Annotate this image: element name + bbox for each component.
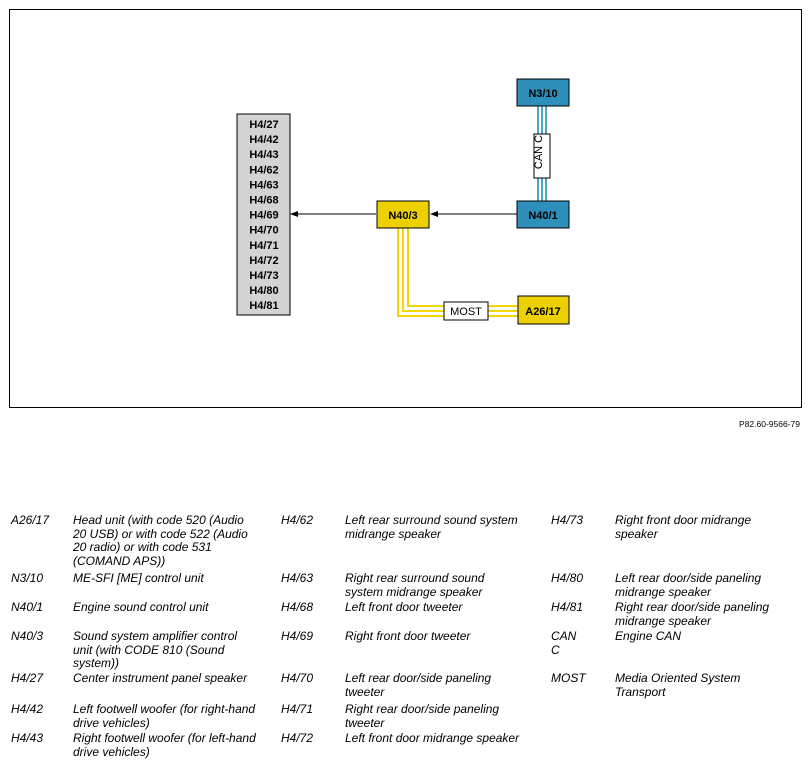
speaker-label: H4/71	[249, 240, 278, 252]
legend-code: H4/63	[281, 571, 314, 585]
legend-code: N40/1	[11, 600, 44, 614]
legend-code: CAN C	[551, 629, 577, 657]
speaker-label: H4/42	[249, 134, 278, 146]
speaker-label: H4/73	[249, 270, 278, 282]
can-c-label: CAN C	[533, 135, 545, 169]
legend-desc: Right rear door/side paneling midrange s…	[615, 600, 770, 628]
legend-desc: Left rear surround sound system midrange…	[345, 513, 518, 541]
legend-code: H4/69	[281, 629, 314, 643]
legend-code: H4/72	[281, 731, 314, 745]
node-n3-10-label: N3/10	[528, 88, 557, 100]
legend-desc: Right front door midrange speaker	[615, 513, 752, 541]
speaker-label: H4/69	[249, 210, 278, 222]
speaker-label: H4/62	[249, 164, 278, 176]
legend-desc: Left front door tweeter	[345, 600, 463, 614]
speaker-label: H4/68	[249, 195, 278, 207]
speaker-list-box: H4/27H4/42H4/43H4/62H4/63H4/68H4/69H4/70…	[236, 113, 291, 316]
legend-desc: Left rear door/side paneling tweeter	[345, 671, 492, 699]
legend-code: H4/27	[11, 671, 44, 685]
legend-code: H4/42	[11, 702, 44, 716]
legend-code: A26/17	[11, 513, 50, 527]
node-n3-10: N3/10	[516, 78, 570, 107]
legend-desc: Right rear door/side paneling tweeter	[345, 702, 500, 730]
legend-code: H4/80	[551, 571, 584, 585]
legend-code: H4/70	[281, 671, 314, 685]
speaker-label: H4/27	[249, 119, 278, 131]
node-n40-1: N40/1	[516, 200, 570, 229]
most-label-box: MOST	[443, 301, 489, 321]
legend-code: H4/68	[281, 600, 314, 614]
node-a26-17-label: A26/17	[525, 306, 560, 318]
legend-code: H4/71	[281, 702, 314, 716]
legend-code: N40/3	[11, 629, 44, 643]
speaker-label: H4/81	[249, 300, 278, 312]
node-a26-17: A26/17	[517, 295, 570, 325]
legend-desc: Head unit (with code 520 (Audio 20 USB) …	[73, 513, 248, 568]
can-c-label-box: CAN C	[533, 133, 551, 179]
legend-desc: Media Oriented System Transport	[615, 671, 741, 699]
legend-code: H4/81	[551, 600, 584, 614]
legend-desc: Engine CAN	[615, 629, 682, 643]
most-label: MOST	[450, 306, 482, 318]
legend-desc: Sound system amplifier control unit (wit…	[73, 629, 238, 670]
figure-reference: P82.60-9566-79	[739, 419, 800, 429]
legend-desc: Right footwell woofer (for left-hand dri…	[73, 731, 256, 759]
speaker-label: H4/43	[249, 149, 278, 161]
legend-code: MOST	[551, 671, 586, 685]
legend-code: H4/43	[11, 731, 44, 745]
legend-code: H4/62	[281, 513, 314, 527]
legend-desc: Center instrument panel speaker	[73, 671, 248, 685]
speaker-label: H4/63	[249, 179, 278, 191]
speaker-label: H4/70	[249, 225, 278, 237]
speaker-label: H4/80	[249, 285, 278, 297]
legend-desc: Right rear surround sound system midrang…	[345, 571, 485, 599]
legend-code: N3/10	[11, 571, 44, 585]
node-n40-1-label: N40/1	[528, 210, 557, 222]
node-n40-3: N40/3	[376, 200, 430, 229]
node-n40-3-label: N40/3	[388, 210, 417, 222]
network-diagram: CAN C MOST N3/10 N40/1 N40/3 A26/17 H4/2…	[236, 78, 570, 325]
legend-desc: Engine sound control unit	[73, 600, 209, 614]
diagram-frame	[9, 9, 802, 408]
legend-code: H4/73	[551, 513, 584, 527]
legend-desc: Left front door midrange speaker	[345, 731, 520, 745]
legend-desc: ME-SFI [ME] control unit	[73, 571, 204, 585]
speaker-label: H4/72	[249, 255, 278, 267]
legend-desc: Right front door tweeter	[345, 629, 471, 643]
legend-desc: Left footwell woofer (for right-hand dri…	[73, 702, 256, 730]
legend-desc: Left rear door/side paneling midrange sp…	[615, 571, 762, 599]
